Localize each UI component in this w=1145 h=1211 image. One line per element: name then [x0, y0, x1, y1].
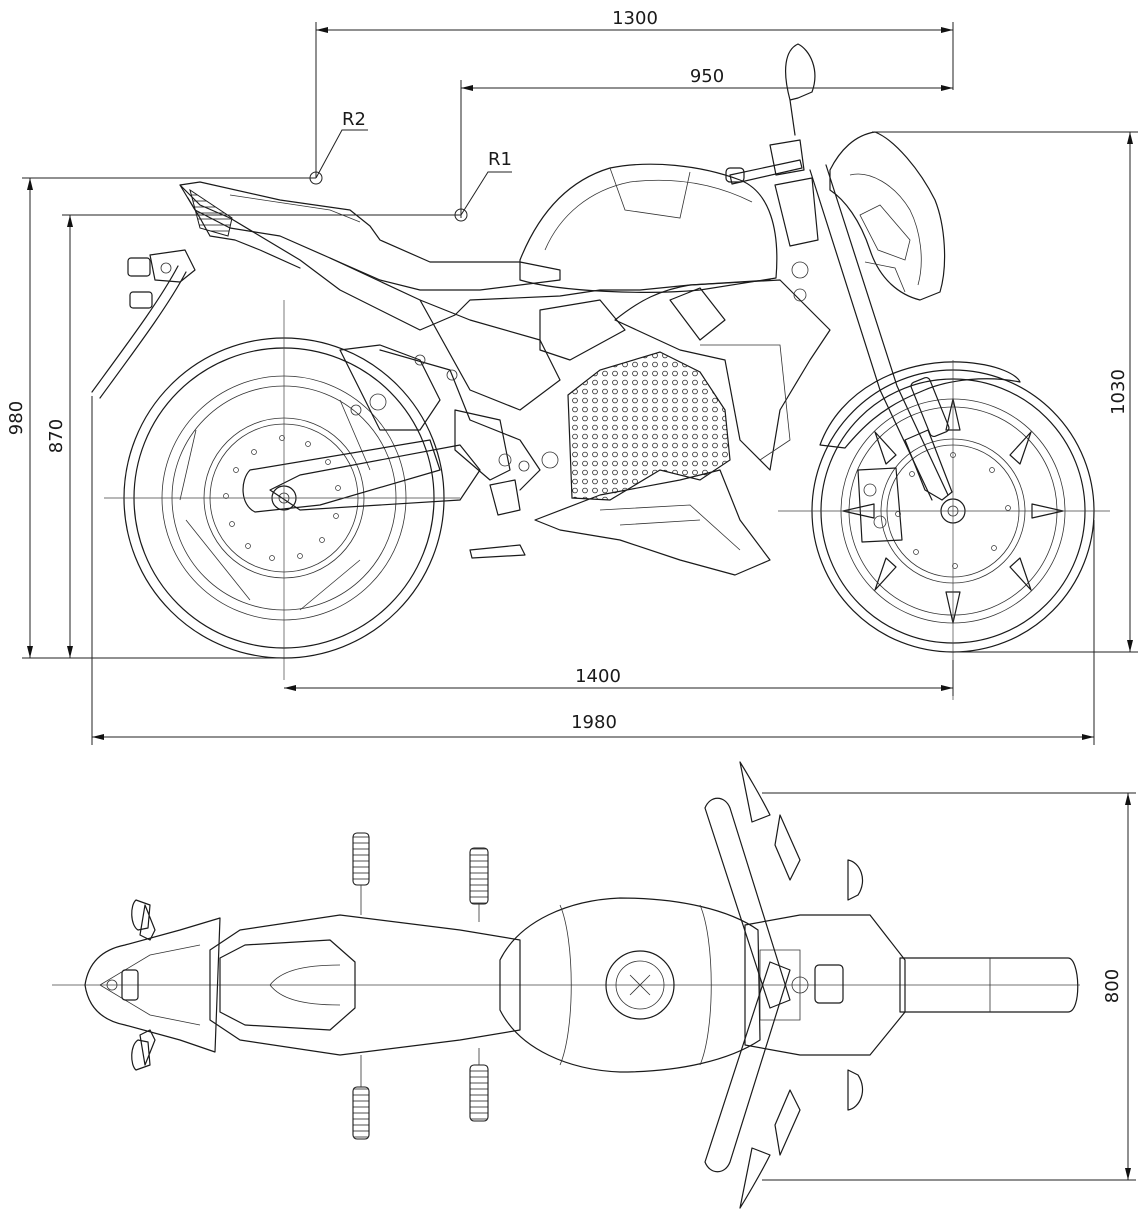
center-lines: [104, 300, 1110, 700]
battery-mesh-panel: [567, 351, 731, 501]
fuel-tank: [519, 163, 778, 293]
tail-hanger: [91, 188, 233, 399]
top-tank: [499, 897, 761, 1073]
side-view: [91, 43, 1110, 700]
dimension-1030: 1030: [1108, 369, 1129, 415]
dimension-870: 870: [46, 419, 67, 453]
dimension-1400: 1400: [575, 666, 621, 687]
top-seat: [209, 914, 521, 1056]
top-dimensions: 800: [762, 792, 1136, 1181]
top-front-clip: [744, 914, 906, 1056]
belly-pan: [534, 469, 771, 576]
radius-r2-label: R2: [342, 109, 366, 130]
dashboard-display: [814, 964, 844, 1004]
top-view: [52, 761, 1080, 1209]
frame: [242, 299, 561, 559]
dimension-800: 800: [1102, 969, 1123, 1003]
dimension-950: 950: [690, 66, 724, 87]
handlebar: [725, 43, 819, 302]
dimension-1300: 1300: [612, 8, 658, 29]
dimension-1980: 1980: [571, 712, 617, 733]
radius-r1-label: R1: [488, 149, 512, 170]
front-fender: [819, 361, 1021, 449]
top-handlebar: [704, 761, 863, 1209]
front-fork: [809, 164, 953, 543]
fuel-cap: [605, 950, 675, 1020]
top-footpegs: [352, 832, 489, 1140]
dimension-980: 980: [6, 401, 27, 435]
seat-and-tail: [179, 181, 771, 331]
headlight-cowl: [829, 131, 946, 301]
top-tail: [84, 899, 221, 1071]
side-dimensions: 1300 950 R2 R1 980 870 1030 1400 1980: [6, 8, 1138, 745]
top-front-tire: [899, 957, 1079, 1013]
